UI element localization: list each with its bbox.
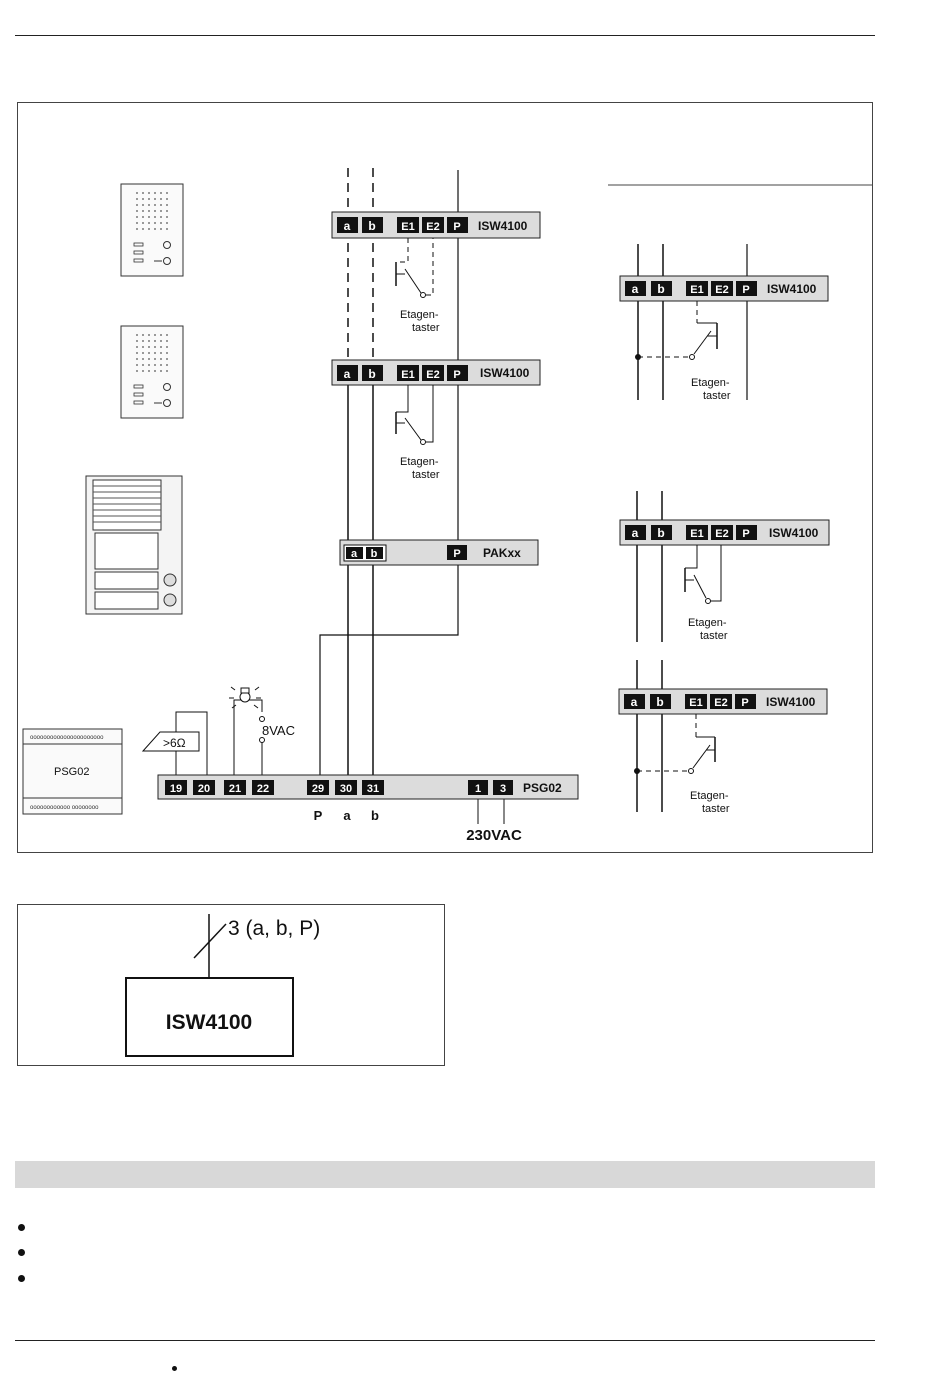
key-e2: E2 <box>715 528 728 540</box>
etagen-label: Etagen- <box>400 456 439 468</box>
key-p: P <box>742 284 749 296</box>
footer-dot <box>172 1366 177 1371</box>
key-e2: E2 <box>715 284 728 296</box>
terminal-3: 3 <box>500 783 506 795</box>
key-b: b <box>656 695 663 709</box>
section-header-bar <box>15 1161 875 1188</box>
terminal-20: 20 <box>198 783 210 795</box>
key-e1: E1 <box>401 369 414 381</box>
indoor-station-2 <box>120 325 184 419</box>
terminal-30: 30 <box>340 783 352 795</box>
key-p: P <box>742 528 749 540</box>
key-b: b <box>657 282 664 296</box>
key-p: P <box>453 548 460 560</box>
lamp-icon <box>229 686 261 709</box>
bullet-1 <box>18 1224 25 1231</box>
taster-label: taster <box>700 630 728 642</box>
module-name: ISW4100 <box>766 695 816 709</box>
wiring-diagram: oooooooooooooooooooooo oooooooooooo oooo… <box>22 168 872 844</box>
isw4100-variant-2: a b E1 E2 P ISW4100 <box>619 519 830 546</box>
module-name: ISW4100 <box>769 526 819 540</box>
resistance-label: >6Ω <box>163 736 186 750</box>
terminal-21: 21 <box>229 783 241 795</box>
taster-label: taster <box>702 803 730 815</box>
svg-text:oooooooooooo oooooooo: oooooooooooo oooooooo <box>30 805 99 811</box>
key-b: b <box>657 526 664 540</box>
terminal-19: 19 <box>170 783 182 795</box>
vac230-label: 230VAC <box>466 827 522 844</box>
line-label-a: a <box>343 808 351 823</box>
key-a: a <box>631 695 638 709</box>
vac8-label: 8VAC <box>262 723 295 738</box>
psg02-device-label: PSG02 <box>54 766 89 778</box>
key-e1: E1 <box>690 528 703 540</box>
bottom-rule <box>15 1340 875 1341</box>
etagen-label: Etagen- <box>400 309 439 321</box>
isw4100-module-2: a b E1 E2 P ISW4100 <box>331 359 541 386</box>
symbol-box-frame <box>17 904 445 1066</box>
taster-label: taster <box>412 322 440 334</box>
etagen-label: Etagen- <box>691 377 730 389</box>
line-label-p: P <box>314 808 323 823</box>
psg02-device: oooooooooooooooooooooo oooooooooooo oooo… <box>22 728 123 815</box>
key-e1: E1 <box>401 221 414 233</box>
key-p: P <box>741 697 748 709</box>
floor-button-variant-2 <box>684 545 722 604</box>
module-name: ISW4100 <box>480 366 530 380</box>
pakxx-module: a b P PAKxx <box>339 539 539 566</box>
key-a: a <box>351 548 358 560</box>
isw4100-variant-3: a b E1 E2 P ISW4100 <box>618 688 828 715</box>
taster-label: taster <box>412 469 440 481</box>
symbol-device-name: ISW4100 <box>166 1011 252 1034</box>
key-e1: E1 <box>690 284 703 296</box>
key-b: b <box>368 219 375 233</box>
key-p: P <box>453 369 460 381</box>
module-name: ISW4100 <box>767 282 817 296</box>
key-e2: E2 <box>426 369 439 381</box>
isw4100-module-1: a b E1 E2 P ISW4100 <box>331 211 541 239</box>
floor-button-variant-1 <box>635 301 718 360</box>
svg-text:oooooooooooooooooooooo: oooooooooooooooooooooo <box>30 735 104 741</box>
key-a: a <box>344 219 351 233</box>
indoor-station-1 <box>120 183 184 277</box>
key-e2: E2 <box>714 697 727 709</box>
module-name: PAKxx <box>483 546 521 560</box>
key-e2: E2 <box>426 221 439 233</box>
key-b: b <box>368 367 375 381</box>
key-a: a <box>344 367 351 381</box>
wire-count-label: 3 (a, b, P) <box>228 917 320 940</box>
top-rule <box>15 35 875 36</box>
module-name: ISW4100 <box>478 219 528 233</box>
line-label-b: b <box>371 808 379 823</box>
bullet-2 <box>18 1249 25 1256</box>
wiring-diagram-frame <box>17 102 873 853</box>
key-a: a <box>632 526 639 540</box>
key-e1: E1 <box>689 697 702 709</box>
etagen-label: Etagen- <box>690 790 729 802</box>
terminal-22: 22 <box>257 783 269 795</box>
terminal-1: 1 <box>475 783 481 795</box>
taster-label: taster <box>703 390 731 402</box>
key-a: a <box>632 282 639 296</box>
key-p: P <box>453 221 460 233</box>
psg02-terminal-strip: 19 20 21 22 29 30 31 1 3 PSG02 <box>157 774 579 800</box>
module-name: PSG02 <box>523 781 562 795</box>
terminal-29: 29 <box>312 783 324 795</box>
bullet-3 <box>18 1275 25 1282</box>
key-b: b <box>371 548 378 560</box>
etagen-label: Etagen- <box>688 617 727 629</box>
door-opener-icon <box>141 731 200 752</box>
floor-button-2 <box>395 385 434 445</box>
floor-button-1 <box>395 238 434 298</box>
symbol-box: 3 (a, b, P) ISW4100 <box>125 914 320 1057</box>
floor-button-variant-3 <box>634 714 716 774</box>
isw4100-variant-1: a b E1 E2 P ISW4100 <box>619 275 829 302</box>
terminal-31: 31 <box>367 783 379 795</box>
door-station <box>85 475 183 615</box>
